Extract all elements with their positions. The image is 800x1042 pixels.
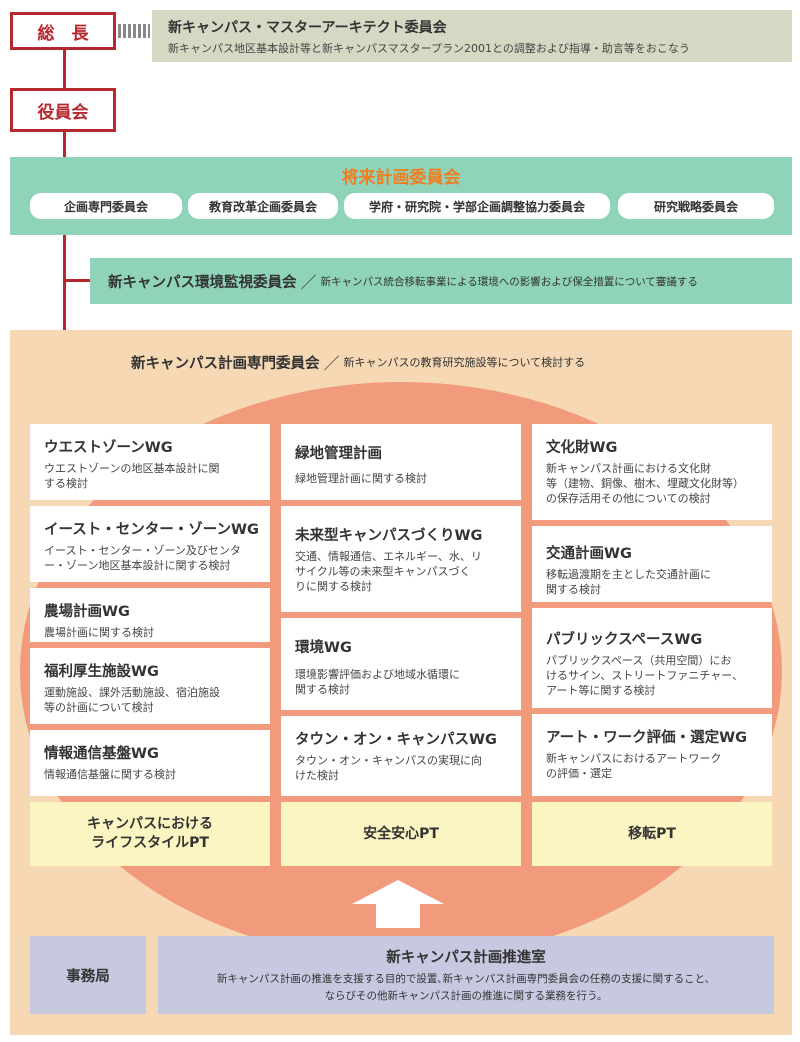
subcommittee-pill: 教育改革企画委員会: [188, 193, 338, 219]
branch-line: [63, 279, 91, 282]
secretariat-label: 事務局: [66, 968, 110, 985]
wg-title: 文化財WG: [546, 440, 618, 456]
wg-title: タウン・オン・キャンパスWG: [295, 732, 497, 748]
board-box: 役員会: [10, 88, 116, 132]
up-arrow-icon: [352, 880, 444, 928]
promotion-office-desc: 新キャンパス計画の推進を支援する目的で設置､新キャンパス計画専門委員会の任務の支…: [216, 973, 716, 985]
wg-desc: イースト・センター・ゾーン及びセンタ ー・ゾーン地区基本設計に関する検討: [44, 544, 241, 572]
president-label: 総 長: [37, 23, 89, 44]
dashed-connector: [118, 24, 150, 38]
wg-card-future-campus: 未来型キャンパスづくりWG 交通、情報通信、エネルギー、水、リ サイクル等の未来…: [281, 506, 521, 612]
secretariat-box: 事務局: [30, 936, 146, 1014]
planning-committee-heading: 新キャンパス計画専門委員会 ／ 新キャンパスの教育研究施設等について検討する: [131, 350, 585, 374]
wg-title: 未来型キャンパスづくりWG: [295, 528, 483, 544]
slash-divider: ／: [323, 354, 340, 373]
wg-card-environment: 環境WG 環境影響評価および地域水循環に 関する検討: [281, 618, 521, 710]
wg-card-public-space: パブリックスペースWG パブリックスペース（共用空間）にお けるサイン、ストリー…: [532, 608, 772, 708]
planning-desc: 新キャンパスの教育研究施設等について検討する: [343, 356, 586, 369]
future-planning-committee: 将来計画委員会 企画専門委員会 教育改革企画委員会 学府・研究院・学部企画調整協…: [10, 157, 792, 235]
promotion-office-box: 新キャンパス計画推進室 新キャンパス計画の推進を支援する目的で設置､新キャンパス…: [158, 936, 774, 1014]
subcommittee-pill: 学府・研究院・学部企画調整協力委員会: [344, 193, 610, 219]
promotion-office-desc: ならびその他新キャンパス計画の推進に関する業務を行う。: [324, 990, 608, 1002]
master-architect-committee: 新キャンパス・マスターアーキテクト委員会 新キャンパス地区基本設計等と新キャンパ…: [152, 10, 792, 62]
wg-desc: 運動施設、課外活動施設、宿泊施設 等の計画について検討: [44, 686, 220, 714]
wg-title: ウエストゾーンWG: [44, 440, 173, 456]
wg-title: イースト・センター・ゾーンWG: [44, 522, 259, 538]
master-architect-title: 新キャンパス・マスターアーキテクト委員会: [168, 20, 447, 36]
wg-desc: タウン・オン・キャンパスの実現に向 けた検討: [295, 754, 482, 782]
wg-desc: パブリックスペース（共用空間）にお けるサイン、ストリートファニチャー、 アート…: [546, 654, 744, 697]
monitoring-desc: 新キャンパス統合移転事業による環境への影響および保全措置について審議する: [320, 275, 698, 288]
wg-card-farm: 農場計画WG 農場計画に関する検討: [30, 588, 270, 642]
wg-title: 交通計画WG: [546, 546, 632, 562]
wg-desc: 新キャンパスにおけるアートワーク の評価・選定: [546, 752, 722, 780]
wg-title: 緑地管理計画: [295, 446, 382, 462]
wg-title: 環境WG: [295, 640, 352, 656]
wg-card-cultural-property: 文化財WG 新キャンパス計画における文化財 等（建物、銅像、樹木、埋蔵文化財等）…: [532, 424, 772, 520]
wg-title: アート・ワーク評価・選定WG: [546, 730, 748, 746]
wg-desc: ウエストゾーンの地区基本設計に関 する検討: [44, 462, 220, 490]
slash-divider: ／: [300, 273, 317, 292]
wg-card-east-center-zone: イースト・センター・ゾーンWG イースト・センター・ゾーン及びセンタ ー・ゾーン…: [30, 506, 270, 582]
wg-title: パブリックスペースWG: [546, 632, 703, 648]
subcommittee-pill: 研究戦略委員会: [618, 193, 774, 219]
wg-desc: 情報通信基盤に関する検討: [44, 768, 176, 781]
wg-desc: 緑地管理計画に関する検討: [295, 472, 427, 485]
wg-card-art-work: アート・ワーク評価・選定WG 新キャンパスにおけるアートワーク の評価・選定: [532, 714, 772, 796]
planning-title: 新キャンパス計画専門委員会: [131, 355, 320, 372]
wg-title: 福利厚生施設WG: [44, 664, 159, 680]
president-box: 総 長: [10, 12, 116, 50]
wg-card-info-network: 情報通信基盤WG 情報通信基盤に関する検討: [30, 730, 270, 796]
pt-relocation: 移転PT: [532, 802, 772, 866]
pt-safety: 安全安心PT: [281, 802, 521, 866]
wg-card-welfare: 福利厚生施設WG 運動施設、課外活動施設、宿泊施設 等の計画について検討: [30, 648, 270, 724]
environment-monitoring-committee: 新キャンパス環境監視委員会 ／ 新キャンパス統合移転事業による環境への影響および…: [90, 258, 792, 304]
promotion-office-title: 新キャンパス計画推進室: [386, 950, 546, 966]
wg-title: 情報通信基盤WG: [44, 746, 159, 762]
wg-card-town-on-campus: タウン・オン・キャンパスWG タウン・オン・キャンパスの実現に向 けた検討: [281, 716, 521, 796]
wg-desc: 移転過渡期を主とした交通計画に 関する検討: [546, 568, 711, 596]
monitoring-title: 新キャンパス環境監視委員会: [108, 274, 297, 291]
master-architect-desc: 新キャンパス地区基本設計等と新キャンパスマスタープラン2001との調整および指導…: [168, 42, 690, 55]
board-label: 役員会: [37, 102, 89, 123]
wg-card-green-management: 緑地管理計画 緑地管理計画に関する検討: [281, 424, 521, 500]
subcommittee-pill: 企画専門委員会: [30, 193, 182, 219]
wg-desc: 新キャンパス計画における文化財 等（建物、銅像、樹木、埋蔵文化財等） の保存活用…: [546, 462, 744, 505]
wg-title: 農場計画WG: [44, 604, 130, 620]
wg-card-traffic: 交通計画WG 移転過渡期を主とした交通計画に 関する検討: [532, 526, 772, 602]
pt-lifestyle: キャンパスにおける ライフスタイルPT: [30, 802, 270, 866]
wg-card-west-zone: ウエストゾーンWG ウエストゾーンの地区基本設計に関 する検討: [30, 424, 270, 500]
wg-desc: 交通、情報通信、エネルギー、水、リ サイクル等の未来型キャンパスづく りに関する…: [295, 550, 482, 593]
future-planning-title: 将来計画委員会: [341, 168, 461, 188]
wg-desc: 農場計画に関する検討: [44, 626, 154, 639]
wg-desc: 環境影響評価および地域水循環に 関する検討: [295, 668, 460, 696]
